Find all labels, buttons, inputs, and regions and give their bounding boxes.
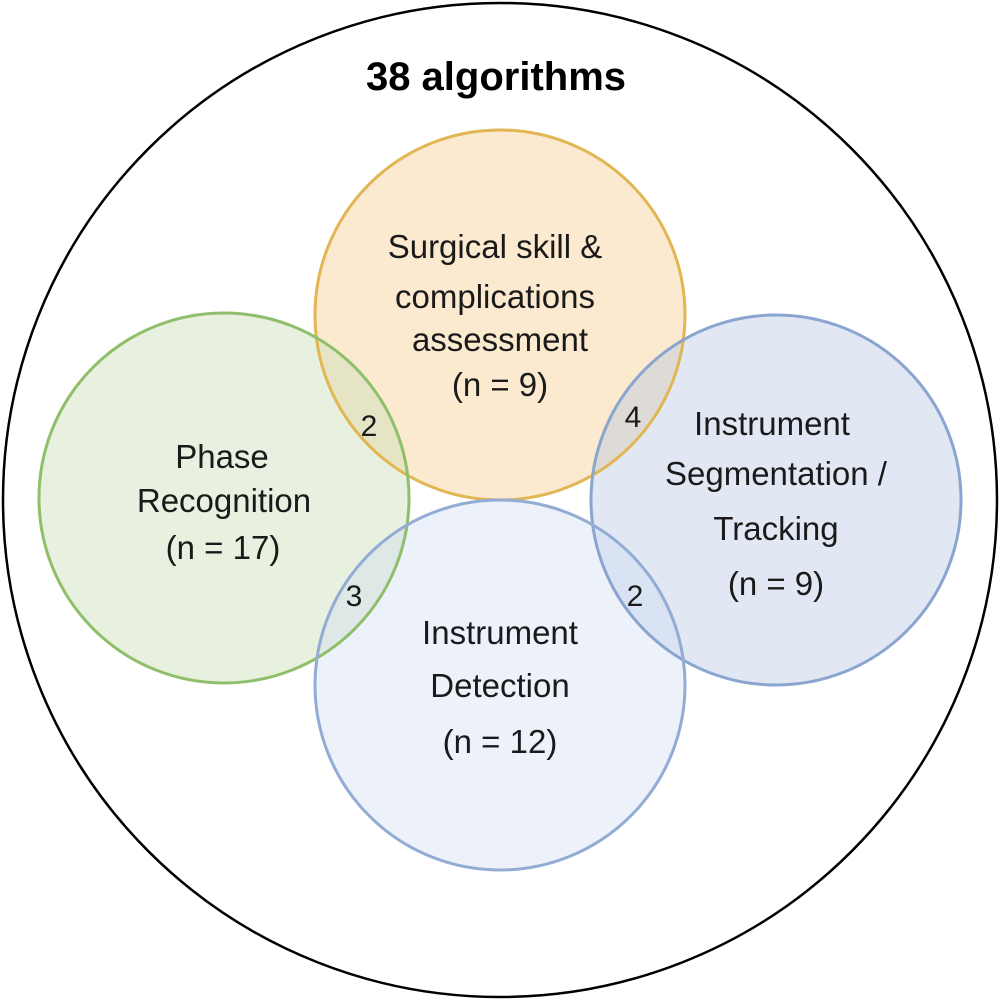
- circle-phase-recognition: [39, 313, 409, 683]
- overlap-skill-phase: 2: [361, 410, 378, 443]
- label-surgical-skill: Surgical skill & complications assessmen…: [388, 228, 603, 403]
- overlap-phase-detection: 3: [346, 580, 363, 613]
- label-instrument-segmentation-line: Instrument: [694, 405, 850, 442]
- label-surgical-skill-line: assessment: [412, 321, 588, 358]
- circle-instrument-segmentation-outline: [589, 313, 963, 687]
- label-instrument-detection: Instrument Detection (n = 12): [422, 614, 578, 760]
- circle-instrument-detection-outline: [313, 498, 687, 872]
- circle-surgical-skill: [315, 130, 685, 500]
- label-instrument-segmentation-count: (n = 9): [728, 565, 824, 602]
- label-phase-recognition-line: Phase: [175, 438, 269, 475]
- overlap-skill-segmentation: 4: [625, 401, 642, 434]
- diagram-title: 38 algorithms: [366, 55, 626, 99]
- label-phase-recognition-line: Recognition: [137, 482, 311, 519]
- label-instrument-detection-line: Detection: [430, 667, 569, 704]
- label-surgical-skill-count: (n = 9): [452, 366, 548, 403]
- label-phase-recognition: Phase Recognition (n = 17): [137, 438, 311, 566]
- overlap-detection-segmentation: 2: [627, 580, 644, 613]
- label-instrument-segmentation: Instrument Segmentation / Tracking (n = …: [665, 405, 888, 602]
- label-surgical-skill-line: complications: [395, 278, 595, 315]
- label-phase-recognition-count: (n = 17): [166, 529, 281, 566]
- label-instrument-segmentation-line: Tracking: [713, 510, 838, 547]
- circle-phase-recognition-outline: [37, 311, 411, 685]
- label-surgical-skill-line: Surgical skill &: [388, 228, 603, 265]
- label-instrument-detection-line: Instrument: [422, 614, 578, 651]
- label-instrument-segmentation-line: Segmentation /: [665, 455, 888, 492]
- circle-instrument-segmentation: [591, 315, 961, 685]
- label-instrument-detection-count: (n = 12): [443, 723, 558, 760]
- circle-instrument-detection: [315, 500, 685, 870]
